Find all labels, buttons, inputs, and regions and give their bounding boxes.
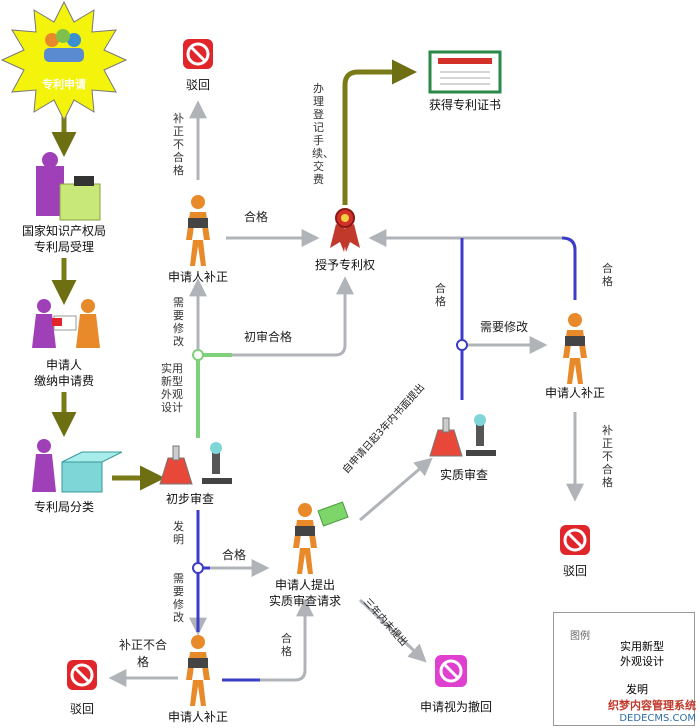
person-supplement-bottom xyxy=(186,635,210,706)
edge-label-right-need-amend: 需要修改 xyxy=(480,320,529,334)
watermark: 织梦内容管理系统 DEDECMS.COM xyxy=(608,697,696,724)
edge-label-utility-design: 实用新型外观设计 xyxy=(161,362,183,414)
label-supplement-right: 申请人补正 xyxy=(544,386,605,400)
label-apply: 专利申请 xyxy=(42,78,86,91)
edge-label-prelim-qualified: 初审合格 xyxy=(244,330,293,344)
legend-item-invention: 发明 xyxy=(626,683,648,696)
label-reject-top: 驳回 xyxy=(185,78,210,92)
edge-bottom-qualified xyxy=(240,598,314,682)
edge-label-need-amend-left: 需要修改 xyxy=(173,296,184,348)
edge-label-right-qualified: 合格 xyxy=(602,262,613,288)
edge-label-invention: 发明 xyxy=(173,520,184,546)
label-certificate: 获得专利证书 xyxy=(428,98,501,112)
grant-icon xyxy=(330,208,360,252)
reject-icon-right xyxy=(558,523,592,557)
label-supplement-top: 申请人补正 xyxy=(167,270,228,284)
label-classify: 专利局分类 xyxy=(33,500,94,514)
label-substantive: 实质审查 xyxy=(439,468,488,482)
person-supplement-right xyxy=(563,313,587,384)
label-pay-1: 申请人 xyxy=(45,358,82,372)
label-reject-right: 驳回 xyxy=(562,564,587,578)
edge-label-need-amend-bottom: 需要修改 xyxy=(173,572,184,624)
edge-not-within3 xyxy=(358,598,427,663)
watermark-line2: DEDECMS.COM xyxy=(619,713,696,724)
reject-icon-bottom xyxy=(65,658,99,692)
edge-label-mid-qualified: 合格 xyxy=(222,548,247,562)
label-reject-bottom: 驳回 xyxy=(69,702,94,716)
person-request xyxy=(293,503,317,574)
edge-label-right-qualified-b: 合格 xyxy=(435,282,446,308)
pay-icon xyxy=(32,299,100,348)
edge-label-bottom-qualified: 合格 xyxy=(281,632,292,658)
classify-icon xyxy=(32,439,123,493)
accept-icon xyxy=(36,152,101,221)
reject-icon-top xyxy=(181,37,215,71)
legend-item-utility: 实用新型外观设计 xyxy=(620,640,664,668)
edge-prelim-qualified xyxy=(202,276,354,357)
certificate-icon xyxy=(428,50,502,94)
edge-label-bottom-unqualified: 补正不合格 xyxy=(118,638,167,669)
person-supplement-top xyxy=(186,195,210,266)
withdrawn-icon xyxy=(435,655,467,687)
label-pay-2: 缴纳申请费 xyxy=(33,374,94,388)
prelim-icon xyxy=(159,442,232,485)
legend-title: 图例 xyxy=(570,631,590,642)
edge-right-qualified xyxy=(368,229,577,300)
label-request-1: 申请人提出 xyxy=(274,578,335,592)
edge-label-top-qualified: 合格 xyxy=(244,210,269,224)
label-request-2: 实质审查请求 xyxy=(268,594,341,608)
label-accept-2: 专利局受理 xyxy=(33,240,94,254)
label-withdrawn: 申请视为撤回 xyxy=(419,700,492,714)
label-supplement-bottom: 申请人补正 xyxy=(167,710,228,724)
edge-label-right-unqualified: 补正不合格 xyxy=(602,424,613,489)
legend: 图例 实用新型外观设计 发明 xyxy=(553,612,695,726)
label-grant: 授予专利权 xyxy=(314,258,375,272)
substantive-icon xyxy=(429,414,496,457)
edge-grant-certificate xyxy=(342,59,417,205)
edge-label-top-unqualified: 补正不合格 xyxy=(173,112,184,177)
edge-label-register-fee: 办理登记手续、交费 xyxy=(312,82,334,186)
label-prelim: 初步审查 xyxy=(165,492,214,506)
label-accept-1: 国家知识产权局 xyxy=(21,224,106,238)
edge-within3 xyxy=(359,457,433,522)
watermark-line1: 织梦内容管理系统 xyxy=(608,699,696,712)
